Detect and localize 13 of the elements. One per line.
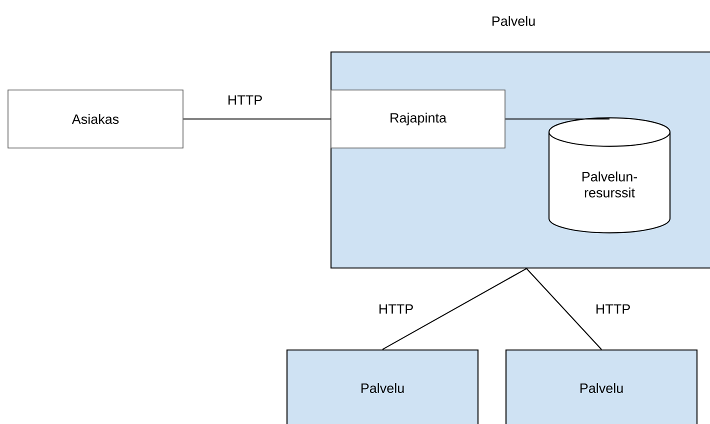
edge-label: HTTP <box>380 304 413 314</box>
edge-label: HTTP <box>596 304 630 314</box>
connector-line <box>382 268 527 350</box>
database-cylinder: Palvelun-resurssit <box>548 117 671 234</box>
connector-line <box>183 118 331 120</box>
client-box: Asiakas <box>8 90 184 148</box>
service-box: Palvelu <box>505 349 698 424</box>
connector-line <box>526 268 602 350</box>
box-heading: Palvelu <box>492 16 535 26</box>
edge-label: HTTP <box>228 95 262 105</box>
connector-line <box>505 118 610 120</box>
service-box: Palvelu <box>286 349 479 424</box>
interface-box: Rajapinta <box>330 90 506 148</box>
